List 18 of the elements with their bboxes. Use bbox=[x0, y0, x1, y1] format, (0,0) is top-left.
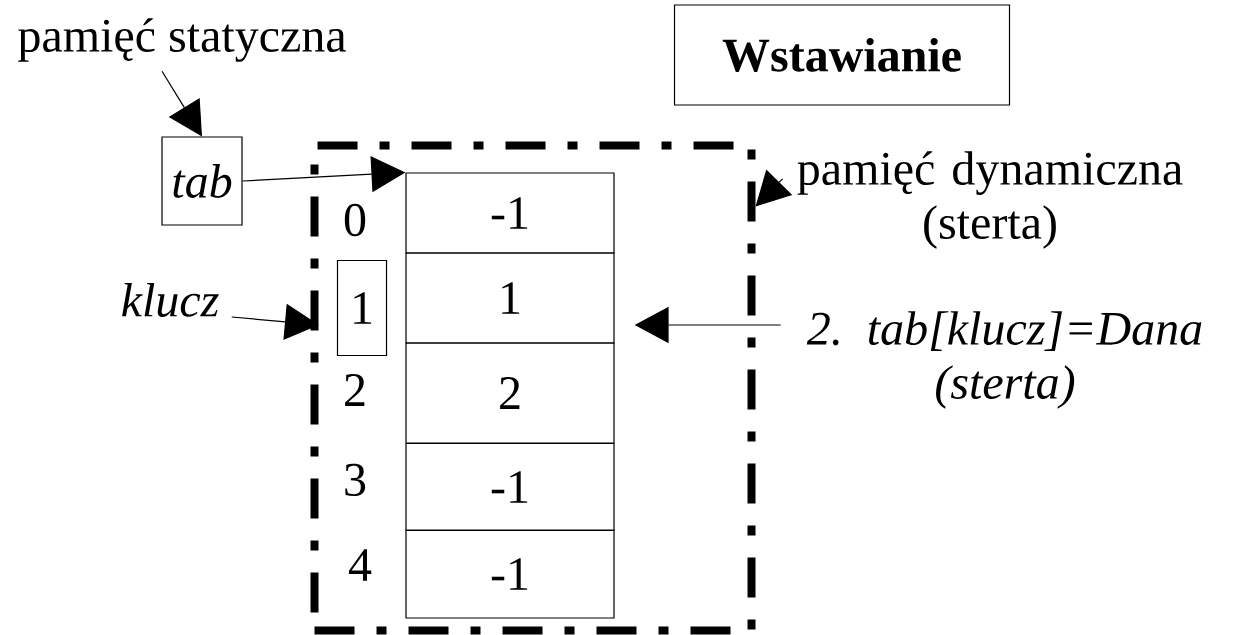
array-cell: 1 bbox=[405, 252, 615, 344]
index-label: 2 bbox=[345, 374, 365, 406]
index-box: 1 bbox=[336, 259, 388, 357]
array-cell: 2 bbox=[405, 342, 615, 444]
annotation-text: 2. tab[klucz]=Dana (sterta) bbox=[806, 311, 1202, 409]
array-cell: -1 bbox=[405, 172, 615, 254]
annotation-text: pamięć statyczna bbox=[18, 18, 346, 62]
heap-region bbox=[310, 141, 756, 635]
variable-box: tab bbox=[161, 136, 243, 226]
arrow bbox=[231, 303, 319, 340]
index-label: 3 bbox=[345, 463, 366, 497]
array-cell: -1 bbox=[405, 442, 615, 532]
array-cell: -1 bbox=[405, 529, 615, 619]
title-box: Wstawianie bbox=[673, 4, 1011, 106]
index-label: 0 bbox=[344, 203, 366, 237]
annotation-text: klucz bbox=[122, 283, 219, 317]
index-label: 4 bbox=[348, 549, 372, 581]
annotation-text: pamięć dynamiczna (sterta) bbox=[797, 151, 1183, 249]
